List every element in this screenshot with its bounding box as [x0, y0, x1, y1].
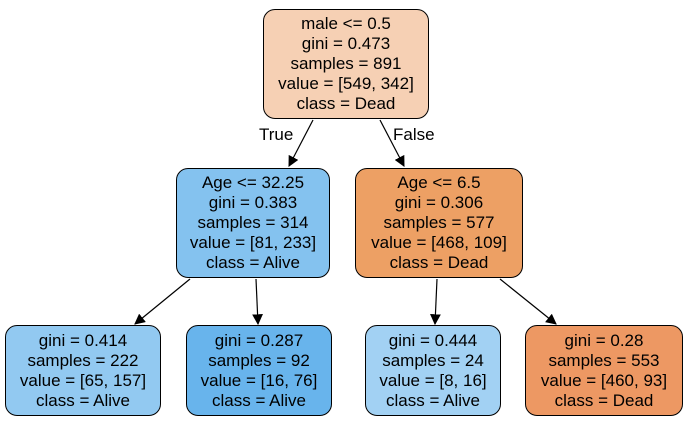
edge-label-true: True	[259, 125, 294, 144]
node-samples: samples = 891	[290, 54, 402, 73]
node-leaf-right-left: gini = 0.444 samples = 24 value = [8, 16…	[365, 325, 501, 416]
edge-right-leaf3	[430, 278, 441, 326]
node-class: class = Alive	[211, 390, 306, 410]
node-samples: samples = 222	[27, 350, 139, 370]
node-gini: gini = 0.383	[208, 193, 298, 212]
node-class: class = Alive	[385, 390, 480, 410]
node-class: class = Dead	[554, 390, 654, 410]
node-value: value = [8, 16]	[379, 370, 487, 390]
node-value: value = [81, 233]	[189, 233, 317, 252]
node-leaf-left-left: gini = 0.414 samples = 222 value = [65, …	[5, 325, 161, 416]
edge-root-right	[379, 119, 405, 167]
node-condition: male <= 0.5	[301, 14, 391, 33]
edge-label-false: False	[393, 125, 435, 144]
node-class: class = Dead	[296, 94, 396, 113]
node-samples: samples = 577	[383, 213, 495, 232]
edge-left-leaf2	[252, 278, 263, 326]
node-value: value = [468, 109]	[371, 233, 507, 252]
node-gini: gini = 0.287	[214, 330, 304, 350]
node-value: value = [460, 93]	[540, 370, 668, 390]
node-samples: samples = 553	[548, 350, 660, 370]
node-class: class = Alive	[205, 253, 300, 272]
node-gini: gini = 0.414	[38, 330, 128, 350]
node-gini: gini = 0.444	[388, 330, 478, 350]
node-value: value = [549, 342]	[278, 74, 414, 93]
node-class: class = Alive	[35, 390, 130, 410]
node-gini: gini = 0.28	[564, 330, 644, 350]
node-gini: gini = 0.306	[394, 193, 484, 212]
node-gini: gini = 0.473	[301, 34, 391, 53]
node-samples: samples = 24	[382, 350, 484, 370]
node-class: class = Dead	[389, 253, 489, 272]
node-condition: Age <= 6.5	[397, 173, 481, 192]
node-samples: samples = 314	[197, 213, 309, 232]
node-left: Age <= 32.25 gini = 0.383 samples = 314 …	[176, 168, 330, 278]
node-right: Age <= 6.5 gini = 0.306 samples = 577 va…	[355, 168, 523, 278]
node-value: value = [16, 76]	[200, 370, 318, 390]
node-leaf-right-right: gini = 0.28 samples = 553 value = [460, …	[525, 325, 683, 416]
node-samples: samples = 92	[208, 350, 310, 370]
edge-root-left	[288, 119, 314, 167]
node-value: value = [65, 157]	[19, 370, 147, 390]
node-condition: Age <= 32.25	[201, 173, 305, 192]
edge-right-leaf4	[499, 278, 557, 325]
node-root: male <= 0.5 gini = 0.473 samples = 891 v…	[263, 9, 429, 119]
node-leaf-left-right: gini = 0.287 samples = 92 value = [16, 7…	[186, 325, 332, 416]
edge-left-leaf1	[134, 278, 191, 325]
